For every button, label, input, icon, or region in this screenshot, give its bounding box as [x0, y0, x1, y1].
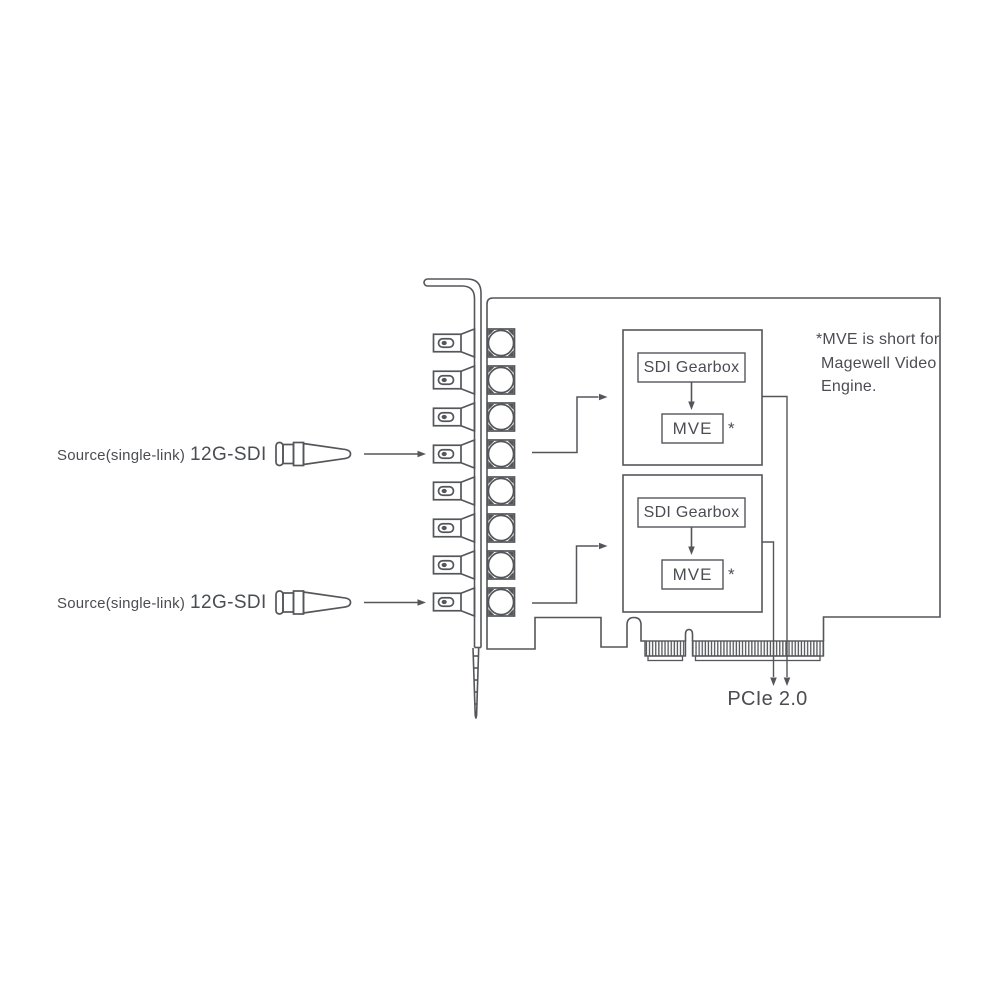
source-label-1: Source(single-link) 12G-SDI — [57, 444, 267, 466]
source-label-2-prefix: Source(single-link) — [57, 595, 186, 612]
bnc-jack-icon — [432, 476, 516, 506]
bnc-jack-icon — [432, 550, 516, 580]
sdi-gearbox-label-2: SDI Gearbox — [643, 503, 740, 521]
arrow-icon — [363, 598, 427, 607]
processing-block-1 — [622, 329, 763, 466]
sdi-cable-connector-icon — [275, 441, 352, 467]
source-label-2: Source(single-link) 12G-SDI — [57, 592, 267, 614]
bnc-jack-icon — [432, 365, 516, 395]
sdi-gearbox-label-1: SDI Gearbox — [643, 358, 740, 376]
footnote-marker-2: * — [728, 565, 735, 584]
processing-block-2 — [622, 474, 763, 613]
bnc-jack-icon — [432, 587, 516, 617]
pcie-bus-label: PCIe 2.0 — [727, 688, 808, 710]
pcie-edge-connector-icon — [644, 640, 825, 662]
footnote-marker-1: * — [728, 419, 735, 438]
bnc-jack-icon — [432, 402, 516, 432]
arrow-icon — [363, 449, 427, 459]
source-label-1-prefix: Source(single-link) — [57, 447, 186, 464]
source-label-2-standard: 12G-SDI — [190, 592, 267, 613]
bnc-jack-icon — [432, 513, 516, 543]
pci-bracket-icon — [423, 278, 482, 719]
mve-footnote-line-1: *MVE is short for — [816, 331, 940, 348]
source-label-1-standard: 12G-SDI — [190, 444, 267, 465]
mve-label-2: MVE — [672, 564, 713, 584]
pcb-card-outline — [486, 297, 941, 650]
signal-route-arrows — [532, 393, 608, 604]
bnc-jack-icon — [432, 439, 516, 469]
sdi-cable-connector-icon — [275, 590, 352, 615]
mve-footnote-line-3: Engine. — [821, 378, 877, 395]
mve-label-1: MVE — [672, 418, 713, 438]
bnc-jack-icon — [432, 328, 516, 358]
mve-footnote: *MVE is short for Magewell Video Engine. — [816, 328, 939, 399]
pcie-bus-arrows — [762, 395, 791, 686]
mve-footnote-line-2: Magewell Video — [821, 354, 937, 372]
